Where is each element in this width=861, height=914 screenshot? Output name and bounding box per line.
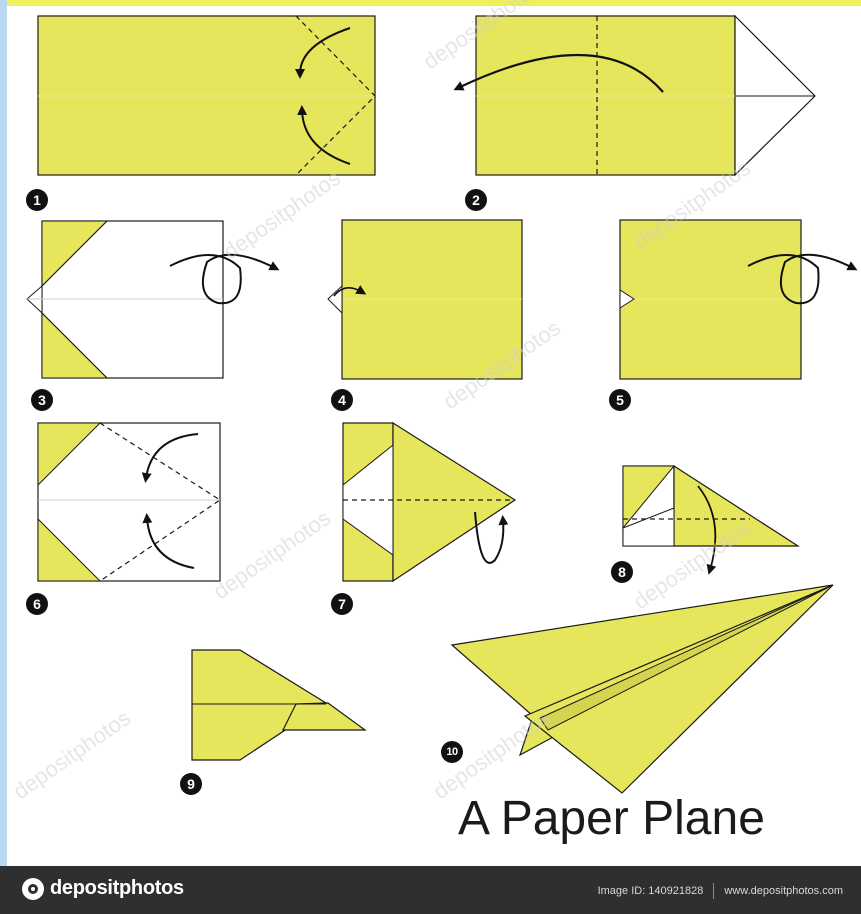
footer-bar: depositphotos Image ID: 140921828 www.de… <box>0 866 861 914</box>
step-number-1: 1 <box>26 189 48 211</box>
step-7-diagram <box>342 421 517 583</box>
step-number-5: 5 <box>609 389 631 411</box>
image-id: Image ID: 140921828 <box>597 885 704 897</box>
page-title: A Paper Plane <box>458 792 765 845</box>
step-number-3: 3 <box>31 389 53 411</box>
step-10-diagram <box>450 584 834 794</box>
step-8-diagram <box>622 464 801 575</box>
top-border <box>0 0 861 6</box>
svg-text:depositphotos: depositphotos <box>219 165 346 264</box>
step-number-10: 10 <box>441 741 463 763</box>
step-3-diagram <box>26 220 280 379</box>
brand-name: depositphotos <box>50 877 184 899</box>
step-5-diagram <box>619 219 858 380</box>
step-6-diagram <box>37 422 222 582</box>
camera-icon <box>22 877 44 900</box>
step-number-2: 2 <box>465 189 487 211</box>
step-number-7: 7 <box>331 593 353 615</box>
step-number-4: 4 <box>331 389 353 411</box>
step-2-diagram <box>453 14 816 177</box>
brand-logo[interactable]: depositphotos <box>22 877 184 900</box>
step-number-8: 8 <box>611 561 633 583</box>
meta-divider <box>713 883 715 899</box>
left-border <box>0 0 7 866</box>
svg-text:depositphotos: depositphotos <box>9 705 136 804</box>
step-1-diagram <box>37 15 376 176</box>
step-number-9: 9 <box>180 773 202 795</box>
image-meta: Image ID: 140921828 www.depositphotos.co… <box>598 883 843 899</box>
fold-diagram: depositphotos depositphotos depositphoto… <box>0 0 861 866</box>
step-4-diagram <box>327 219 523 380</box>
step-number-6: 6 <box>26 593 48 615</box>
site-url[interactable]: www.depositphotos.com <box>724 885 843 897</box>
svg-text:depositphotos: depositphotos <box>209 505 336 604</box>
step-9-diagram <box>191 649 367 761</box>
